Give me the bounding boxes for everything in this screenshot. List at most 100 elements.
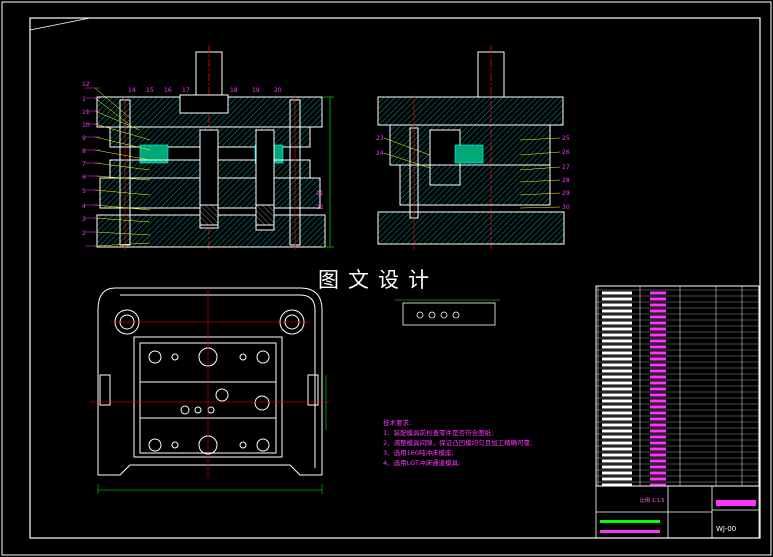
parts-list-cell-mark <box>602 351 632 355</box>
parts-list-cell-mark <box>602 441 632 445</box>
side-section-view <box>377 45 565 250</box>
parts-list-cell-mark <box>602 315 632 319</box>
parts-list-cell-mark <box>650 393 666 397</box>
parts-list-cell-mark <box>650 291 666 295</box>
parts-list-cell-mark <box>650 357 666 361</box>
balloon-22: 22 <box>316 204 324 211</box>
balloon-29: 29 <box>562 190 570 197</box>
parts-list-cell-mark <box>650 381 666 385</box>
parts-list-cell-mark <box>650 339 666 343</box>
parts-list-cell-mark <box>650 321 666 325</box>
parts-list-cell-mark <box>602 399 632 403</box>
balloon-6: 6 <box>82 174 86 181</box>
balloon-24: 24 <box>376 150 384 157</box>
parts-list-cell-mark <box>602 423 632 427</box>
parts-list-cell-mark <box>602 357 632 361</box>
balloon-15: 15 <box>146 87 154 94</box>
parts-list-cell-mark <box>602 321 632 325</box>
parts-list-cell-mark <box>650 465 666 469</box>
parts-list-cell-mark <box>602 345 632 349</box>
balloon-10: 10 <box>82 122 90 129</box>
parts-list-cell-mark <box>650 453 666 457</box>
balloon-3: 3 <box>82 216 86 223</box>
parts-list-cell-mark <box>650 351 666 355</box>
parts-list-cell-mark <box>602 333 632 337</box>
balloon-labels-left: 14 15 16 17 18 19 20 12 1 11 10 9 8 7 6 … <box>82 81 324 237</box>
title-block-scale: 比例 1:1.5 <box>640 498 665 504</box>
parts-list-cell-mark <box>650 387 666 391</box>
parts-list-cell-mark <box>602 405 632 409</box>
strip-layout <box>395 299 500 326</box>
parts-list-cell-mark <box>650 345 666 349</box>
parts-list-cell-mark <box>650 309 666 313</box>
balloon-9: 9 <box>82 135 86 142</box>
parts-list-cell-mark <box>602 387 632 391</box>
balloon-19: 19 <box>252 87 260 94</box>
parts-list-cell-mark <box>650 297 666 301</box>
parts-list-cell-mark <box>602 381 632 385</box>
balloon-12: 12 <box>82 81 90 88</box>
parts-list-cell-mark <box>650 459 666 463</box>
parts-list-cell-mark <box>650 435 666 439</box>
parts-list-cell-mark <box>602 309 632 313</box>
parts-list-cell-mark <box>602 339 632 343</box>
balloon-27: 27 <box>562 164 570 171</box>
balloon-18: 18 <box>230 87 238 94</box>
parts-list-cell-mark <box>602 393 632 397</box>
parts-list-cell-mark <box>602 483 632 487</box>
parts-list-cell-mark <box>650 423 666 427</box>
drawing-code: WJ-00 <box>716 525 737 533</box>
parts-list-cell-mark <box>602 459 632 463</box>
plan-view-centerlines <box>90 285 330 478</box>
tech-note-3: 3、选用160吨冲床模座; <box>383 449 454 457</box>
parts-list-cell-mark <box>602 327 632 331</box>
parts-list-cell-mark <box>650 303 666 307</box>
parts-list-cell-mark <box>650 315 666 319</box>
balloon-14: 14 <box>128 87 136 94</box>
parts-list-cell-mark <box>602 303 632 307</box>
balloon-7: 7 <box>82 161 86 168</box>
balloon-25: 25 <box>562 135 570 142</box>
balloon-8: 8 <box>82 148 86 155</box>
parts-list-cell-mark <box>602 447 632 451</box>
parts-list-cell-mark <box>650 399 666 403</box>
balloon-5: 5 <box>82 188 86 195</box>
parts-list-cell-mark <box>650 375 666 379</box>
front-section-view <box>85 45 334 250</box>
plan-view-dimensions <box>97 375 327 494</box>
parts-list-cell-mark <box>602 417 632 421</box>
tech-notes-heading: 技术要求: <box>383 419 412 427</box>
balloon-4: 4 <box>82 203 86 210</box>
parts-list-cell-mark <box>650 417 666 421</box>
tech-note-4: 4、选用LGT冲床通道模具; <box>383 459 461 467</box>
balloon-20: 20 <box>274 87 282 94</box>
balloon-30: 30 <box>562 204 570 211</box>
balloon-28: 28 <box>562 177 570 184</box>
parts-list-cell-mark <box>650 441 666 445</box>
parts-list-cell-mark <box>602 411 632 415</box>
parts-list-cell-mark <box>602 471 632 475</box>
parts-list-cell-mark <box>650 483 666 487</box>
parts-list-cell-mark <box>602 435 632 439</box>
title-block <box>595 485 760 539</box>
parts-list-cell-mark <box>602 453 632 457</box>
parts-list-cell-mark <box>650 405 666 409</box>
balloon-16: 16 <box>164 87 172 94</box>
parts-list-cell-mark <box>650 363 666 367</box>
parts-list-table <box>595 285 760 487</box>
parts-list-cell-mark <box>602 297 632 301</box>
balloon-labels-right: 23 24 25 26 27 28 29 30 <box>376 135 570 211</box>
tech-note-1: 1、装配模具前检查零件是否符合图纸; <box>383 429 494 437</box>
balloon-1: 1 <box>82 96 86 103</box>
parts-list-cell-mark <box>650 411 666 415</box>
parts-list-cell-mark <box>602 465 632 469</box>
parts-list-cell-mark <box>650 471 666 475</box>
drawing-title: 图文设计 <box>318 268 438 292</box>
parts-list-cell-mark <box>650 327 666 331</box>
balloon-11: 11 <box>82 109 90 116</box>
parts-list-cell-mark <box>602 429 632 433</box>
parts-list-cell-mark <box>602 477 632 481</box>
parts-list-cell-mark <box>650 477 666 481</box>
